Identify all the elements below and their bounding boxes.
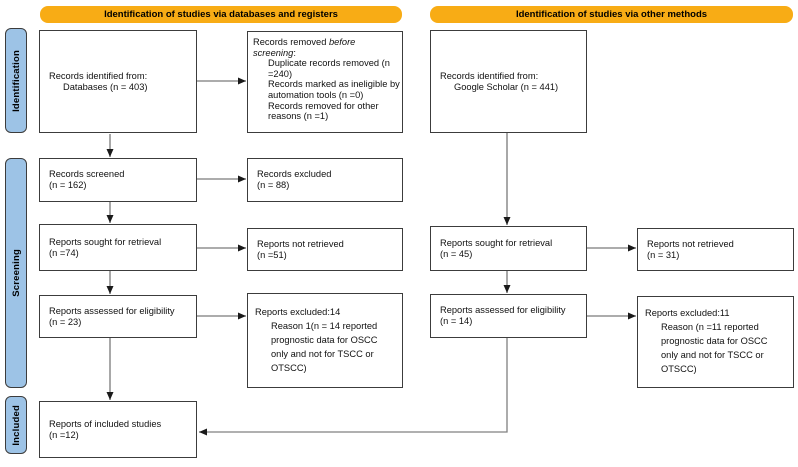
stage-label-included: Included <box>5 396 27 454</box>
box-line: (n =51) <box>257 249 287 260</box>
box-line: (n =74) <box>49 247 79 258</box>
box-line: (n =12) <box>49 429 79 440</box>
box-line: Records screened <box>49 169 125 180</box>
box-line: Reason (n =11 reported prognostic data f… <box>661 322 768 374</box>
box-line: Reports sought for retrieval <box>49 236 162 247</box>
stage-label-identification: Identification <box>5 28 27 133</box>
reports-excluded-other-box: Reports excluded:11 Reason (n =11 report… <box>637 296 794 388</box>
stage-label-screening: Screening <box>5 158 27 388</box>
box-line: Records removed for other reasons (n =1) <box>268 100 379 122</box>
box-line: Reports excluded:14 <box>255 307 341 317</box>
reports-included-box: Reports of included studies (n =12) <box>39 401 197 458</box>
box-line: (n = 45) <box>440 248 473 259</box>
box-line: Records identified from: <box>49 70 148 81</box>
reports-assessed-databases-box: Reports assessed for eligibility (n = 23… <box>39 295 197 338</box>
stage-label-text: Screening <box>10 249 22 297</box>
reports-not-retrieved-other-box: Reports not retrieved (n = 31) <box>637 228 794 271</box>
box-line: Duplicate records removed (n =240) <box>268 58 390 79</box>
box-line: (n = 88) <box>257 180 290 190</box>
records-excluded-box: Records excluded (n = 88) <box>247 158 403 202</box>
box-line: Records marked as ineligible by automati… <box>268 79 400 100</box>
box-line: (n = 23) <box>49 316 82 327</box>
box-line: (n = 162) <box>49 180 87 190</box>
reports-sought-databases-box: Reports sought for retrieval (n =74) <box>39 224 197 271</box>
box-line: (n = 31) <box>647 249 680 260</box>
header-other-methods: Identification of studies via other meth… <box>430 6 793 23</box>
header-databases-registers: Identification of studies via databases … <box>40 6 402 23</box>
reports-not-retrieved-databases-box: Reports not retrieved (n =51) <box>247 228 403 271</box>
box-line: Records removed before <box>253 37 356 47</box>
box-line: screening: <box>253 47 296 58</box>
box-line: Reports of included studies <box>49 418 162 429</box>
box-line: (n = 14) <box>440 316 473 326</box>
box-line: Reports excluded:11 <box>645 308 730 318</box>
reports-sought-other-box: Reports sought for retrieval (n = 45) <box>430 226 587 271</box>
box-line: Reports not retrieved <box>257 238 344 249</box>
stage-label-text: Identification <box>10 49 22 112</box>
records-removed-before-screening-box: Records removed before screening: Duplic… <box>247 31 403 133</box>
box-line: Reason 1(n = 14 reported prognostic data… <box>271 321 378 373</box>
box-line: Records excluded <box>257 169 332 180</box>
box-line: Databases (n = 403) <box>63 81 148 92</box>
records-identified-databases-box: Records identified from: Databases (n = … <box>39 30 197 133</box>
box-line: Records identified from: <box>440 70 539 81</box>
box-line: Reports not retrieved <box>647 238 734 249</box>
records-screened-box: Records screened (n = 162) <box>39 158 197 202</box>
box-line: Reports assessed for eligibility <box>440 305 566 316</box>
reports-assessed-other-box: Reports assessed for eligibility (n = 14… <box>430 294 587 338</box>
reports-excluded-databases-box: Reports excluded:14 Reason 1(n = 14 repo… <box>247 293 403 388</box>
records-identified-google-scholar-box: Records identified from: Google Scholar … <box>430 30 587 133</box>
box-line: Reports sought for retrieval <box>440 237 553 248</box>
box-line: Reports assessed for eligibility <box>49 305 175 316</box>
stage-label-text: Included <box>10 404 22 446</box>
box-line: Google Scholar (n = 441) <box>454 81 559 92</box>
